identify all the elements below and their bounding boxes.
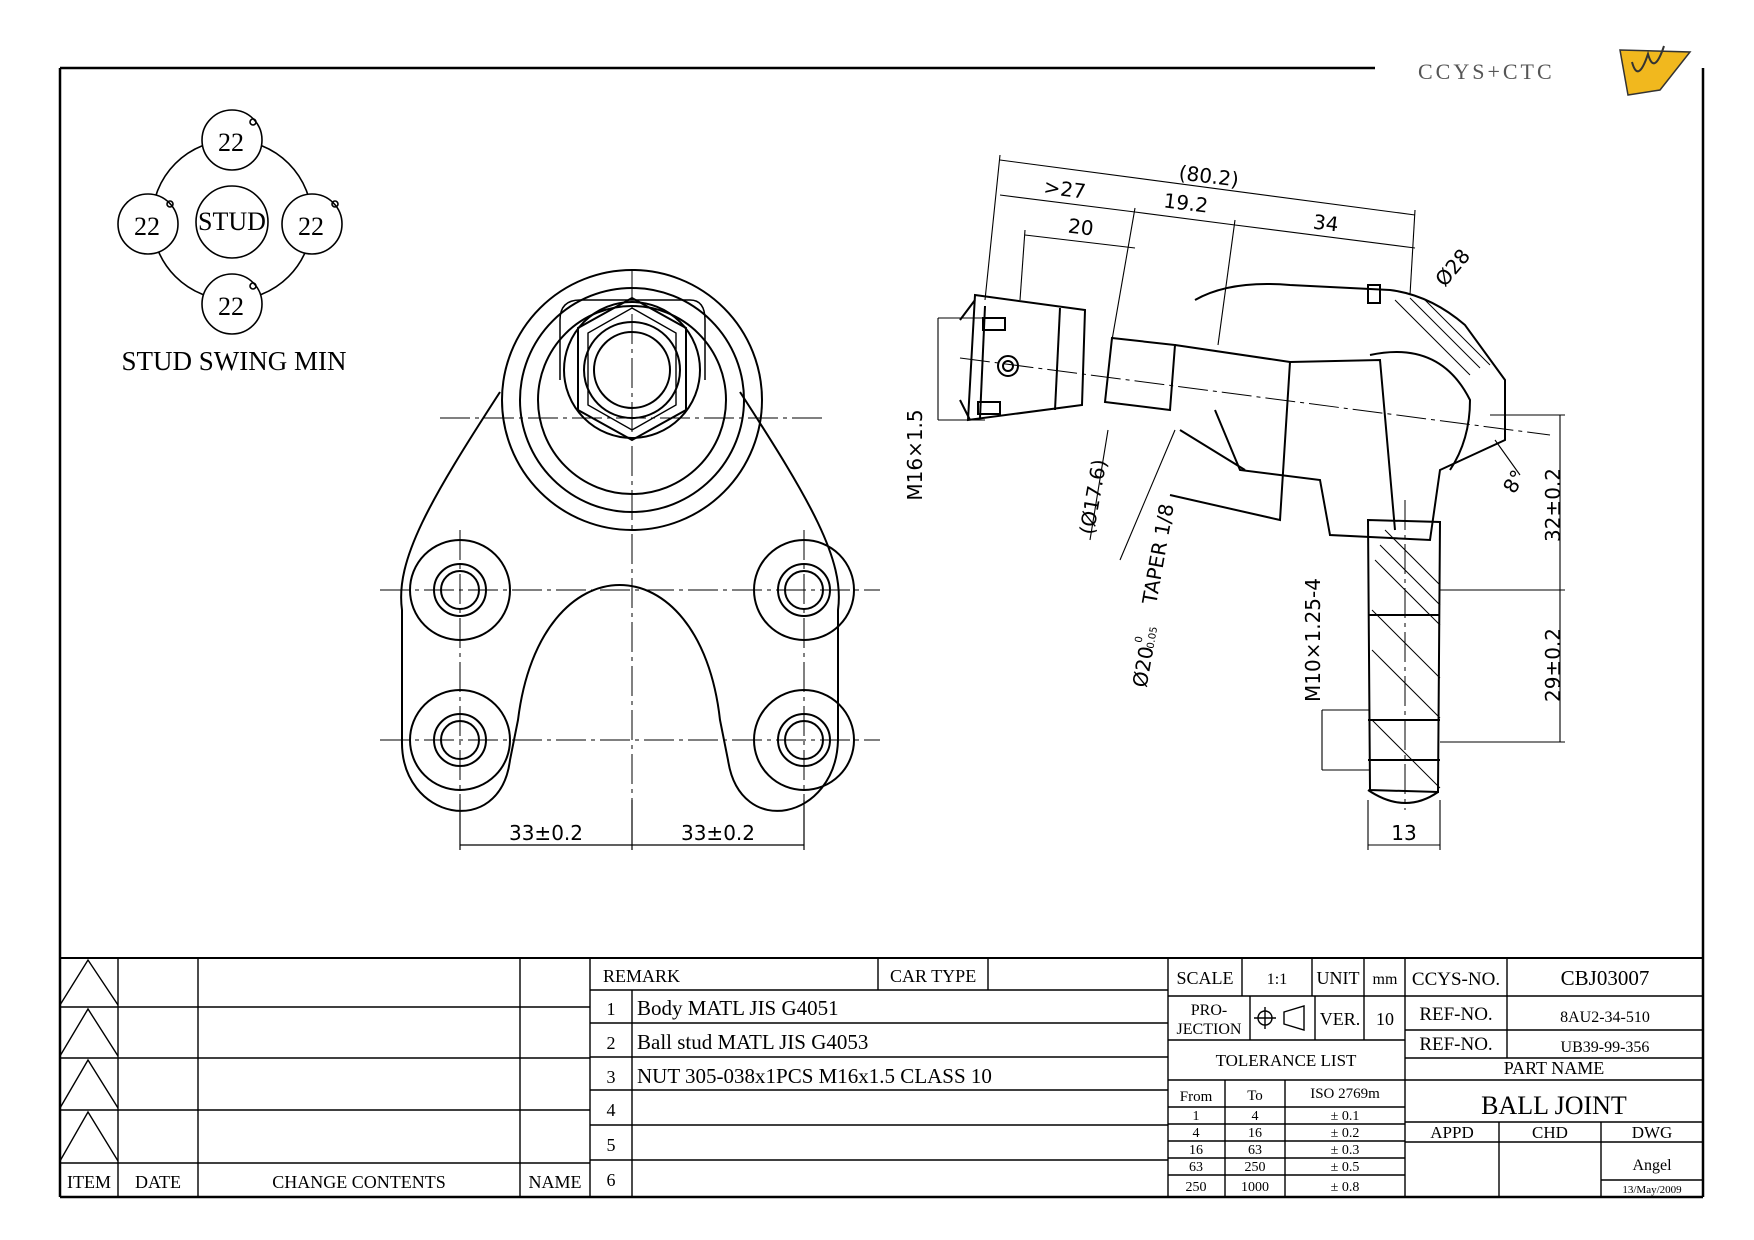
tolerance-cell: 63 [1248,1143,1262,1158]
part-name-value: BALL JOINT [1481,1091,1627,1120]
dim-8deg: 8° [1498,466,1530,498]
dim-13: 13 [1391,821,1416,845]
tolerance-cell: 63 [1189,1160,1203,1175]
ver-label: VER. [1320,1009,1361,1029]
ver-value: 10 [1376,1009,1394,1029]
ccys-no-label: CCYS-NO. [1412,969,1500,990]
dwg-name: Angel [1632,1157,1672,1174]
tolerance-cell: 16 [1248,1126,1262,1141]
tolerance-header-to: To [1247,1088,1263,1104]
tolerance-cell: 16 [1189,1143,1203,1158]
remark-text: Body MATL JIS G4051 [637,996,839,1020]
dim-34: 34 [1312,210,1340,237]
remark-text: NUT 305-038x1PCS M16x1.5 CLASS 10 [637,1064,992,1088]
front-dim-left: 33±0.2 [509,821,583,845]
dim-19: 19.2 [1162,188,1209,217]
side-view-centerlines [959,357,1551,810]
remark-no: 4 [607,1100,616,1120]
swing-top-value: 22 [218,128,244,157]
side-section-hatch [1371,297,1491,789]
swing-caption: STUD SWING MIN [122,346,347,376]
ref-no-value-1: 8AU2-34-510 [1560,1009,1650,1026]
tolerance-header-from: From [1180,1089,1213,1105]
rev-header-name: NAME [529,1172,582,1192]
remark-label: REMARK [603,966,680,986]
swing-bottom-value: 22 [218,292,244,321]
appd-label: APPD [1430,1123,1473,1142]
dim-d17: (Ø17.6) [1075,457,1112,536]
dwg-date: 13/May/2009 [1622,1184,1682,1196]
company-logo: CCYS+CTC [1418,45,1692,96]
title-block-grid [59,957,1703,1197]
projection-symbol [1254,1005,1305,1031]
tolerance-header-iso: ISO 2769m [1310,1086,1380,1102]
remark-no: 5 [607,1135,616,1155]
side-view-dimensions [937,154,1565,850]
ref-no-value-2: UB39-99-356 [1561,1039,1650,1056]
rev-header-item: ITEM [67,1172,111,1192]
dim-m16: M16×1.5 [903,409,927,500]
tolerance-cell: 1 [1193,1109,1200,1124]
dim-27: >27 [1042,175,1087,204]
chd-label: CHD [1532,1123,1568,1142]
tolerance-cell: ± 0.8 [1331,1180,1360,1195]
swing-right-value: 22 [298,212,324,241]
projection-label-1: PRO- [1191,1002,1227,1019]
tolerance-cell: ± 0.2 [1331,1126,1360,1141]
rev-header-change: CHANGE CONTENTS [272,1172,446,1192]
tolerance-cell: ± 0.5 [1331,1160,1360,1175]
tolerance-cell: 250 [1186,1180,1207,1195]
side-section-view [959,283,1506,804]
sheet-border [58,66,1705,1199]
tolerance-cell: 1000 [1241,1180,1269,1195]
dim-m10: M10×1.25-4 [1301,578,1325,702]
scale-label: SCALE [1176,968,1233,988]
remark-no: 6 [607,1170,616,1190]
front-view-dimensions [459,800,805,850]
part-name-label: PART NAME [1504,1058,1604,1078]
dim-d20-tolerance-lower: -0.05 [1145,626,1160,653]
remark-no: 1 [607,999,616,1019]
remark-text: Ball stud MATL JIS G4053 [637,1030,868,1054]
unit-value: mm [1373,971,1398,988]
logo-text: CCYS+CTC [1418,59,1555,84]
tolerance-cell: 4 [1252,1109,1259,1124]
remark-no: 3 [607,1067,616,1087]
ccys-no-value: CBJ03007 [1561,966,1650,990]
dim-20: 20 [1067,214,1095,241]
rev-header-date: DATE [135,1172,181,1192]
scale-value: 1:1 [1267,971,1287,988]
stud-swing-diagram [117,109,343,335]
ref-no-label-2: REF-NO. [1419,1034,1492,1055]
front-view [400,269,855,812]
tolerance-cell: ± 0.3 [1331,1143,1360,1158]
dim-taper: TAPER 1/8 [1137,502,1178,607]
tolerance-cell: 4 [1193,1126,1200,1141]
remark-no: 2 [607,1033,616,1053]
front-view-centerlines [380,270,880,845]
ref-no-label-1: REF-NO. [1419,1004,1492,1025]
dim-29: 29±0.2 [1541,628,1565,702]
projection-label-2: JECTION [1177,1021,1242,1038]
dim-total-length: (80.2) [1178,160,1241,191]
unit-label: UNIT [1317,968,1360,988]
dim-d20-tolerance-upper: 0 [1134,635,1146,643]
tolerance-title: TOLERANCE LIST [1216,1051,1357,1070]
dwg-label: DWG [1632,1123,1673,1142]
car-type-label: CAR TYPE [890,966,976,986]
tolerance-cell: ± 0.1 [1331,1109,1360,1124]
front-dim-right: 33±0.2 [681,821,755,845]
tolerance-cell: 250 [1245,1160,1266,1175]
swing-center-label: STUD [198,207,266,236]
swing-left-value: 22 [134,212,160,241]
dim-d28: Ø28 [1430,244,1475,291]
dim-32: 32±0.2 [1541,468,1565,542]
